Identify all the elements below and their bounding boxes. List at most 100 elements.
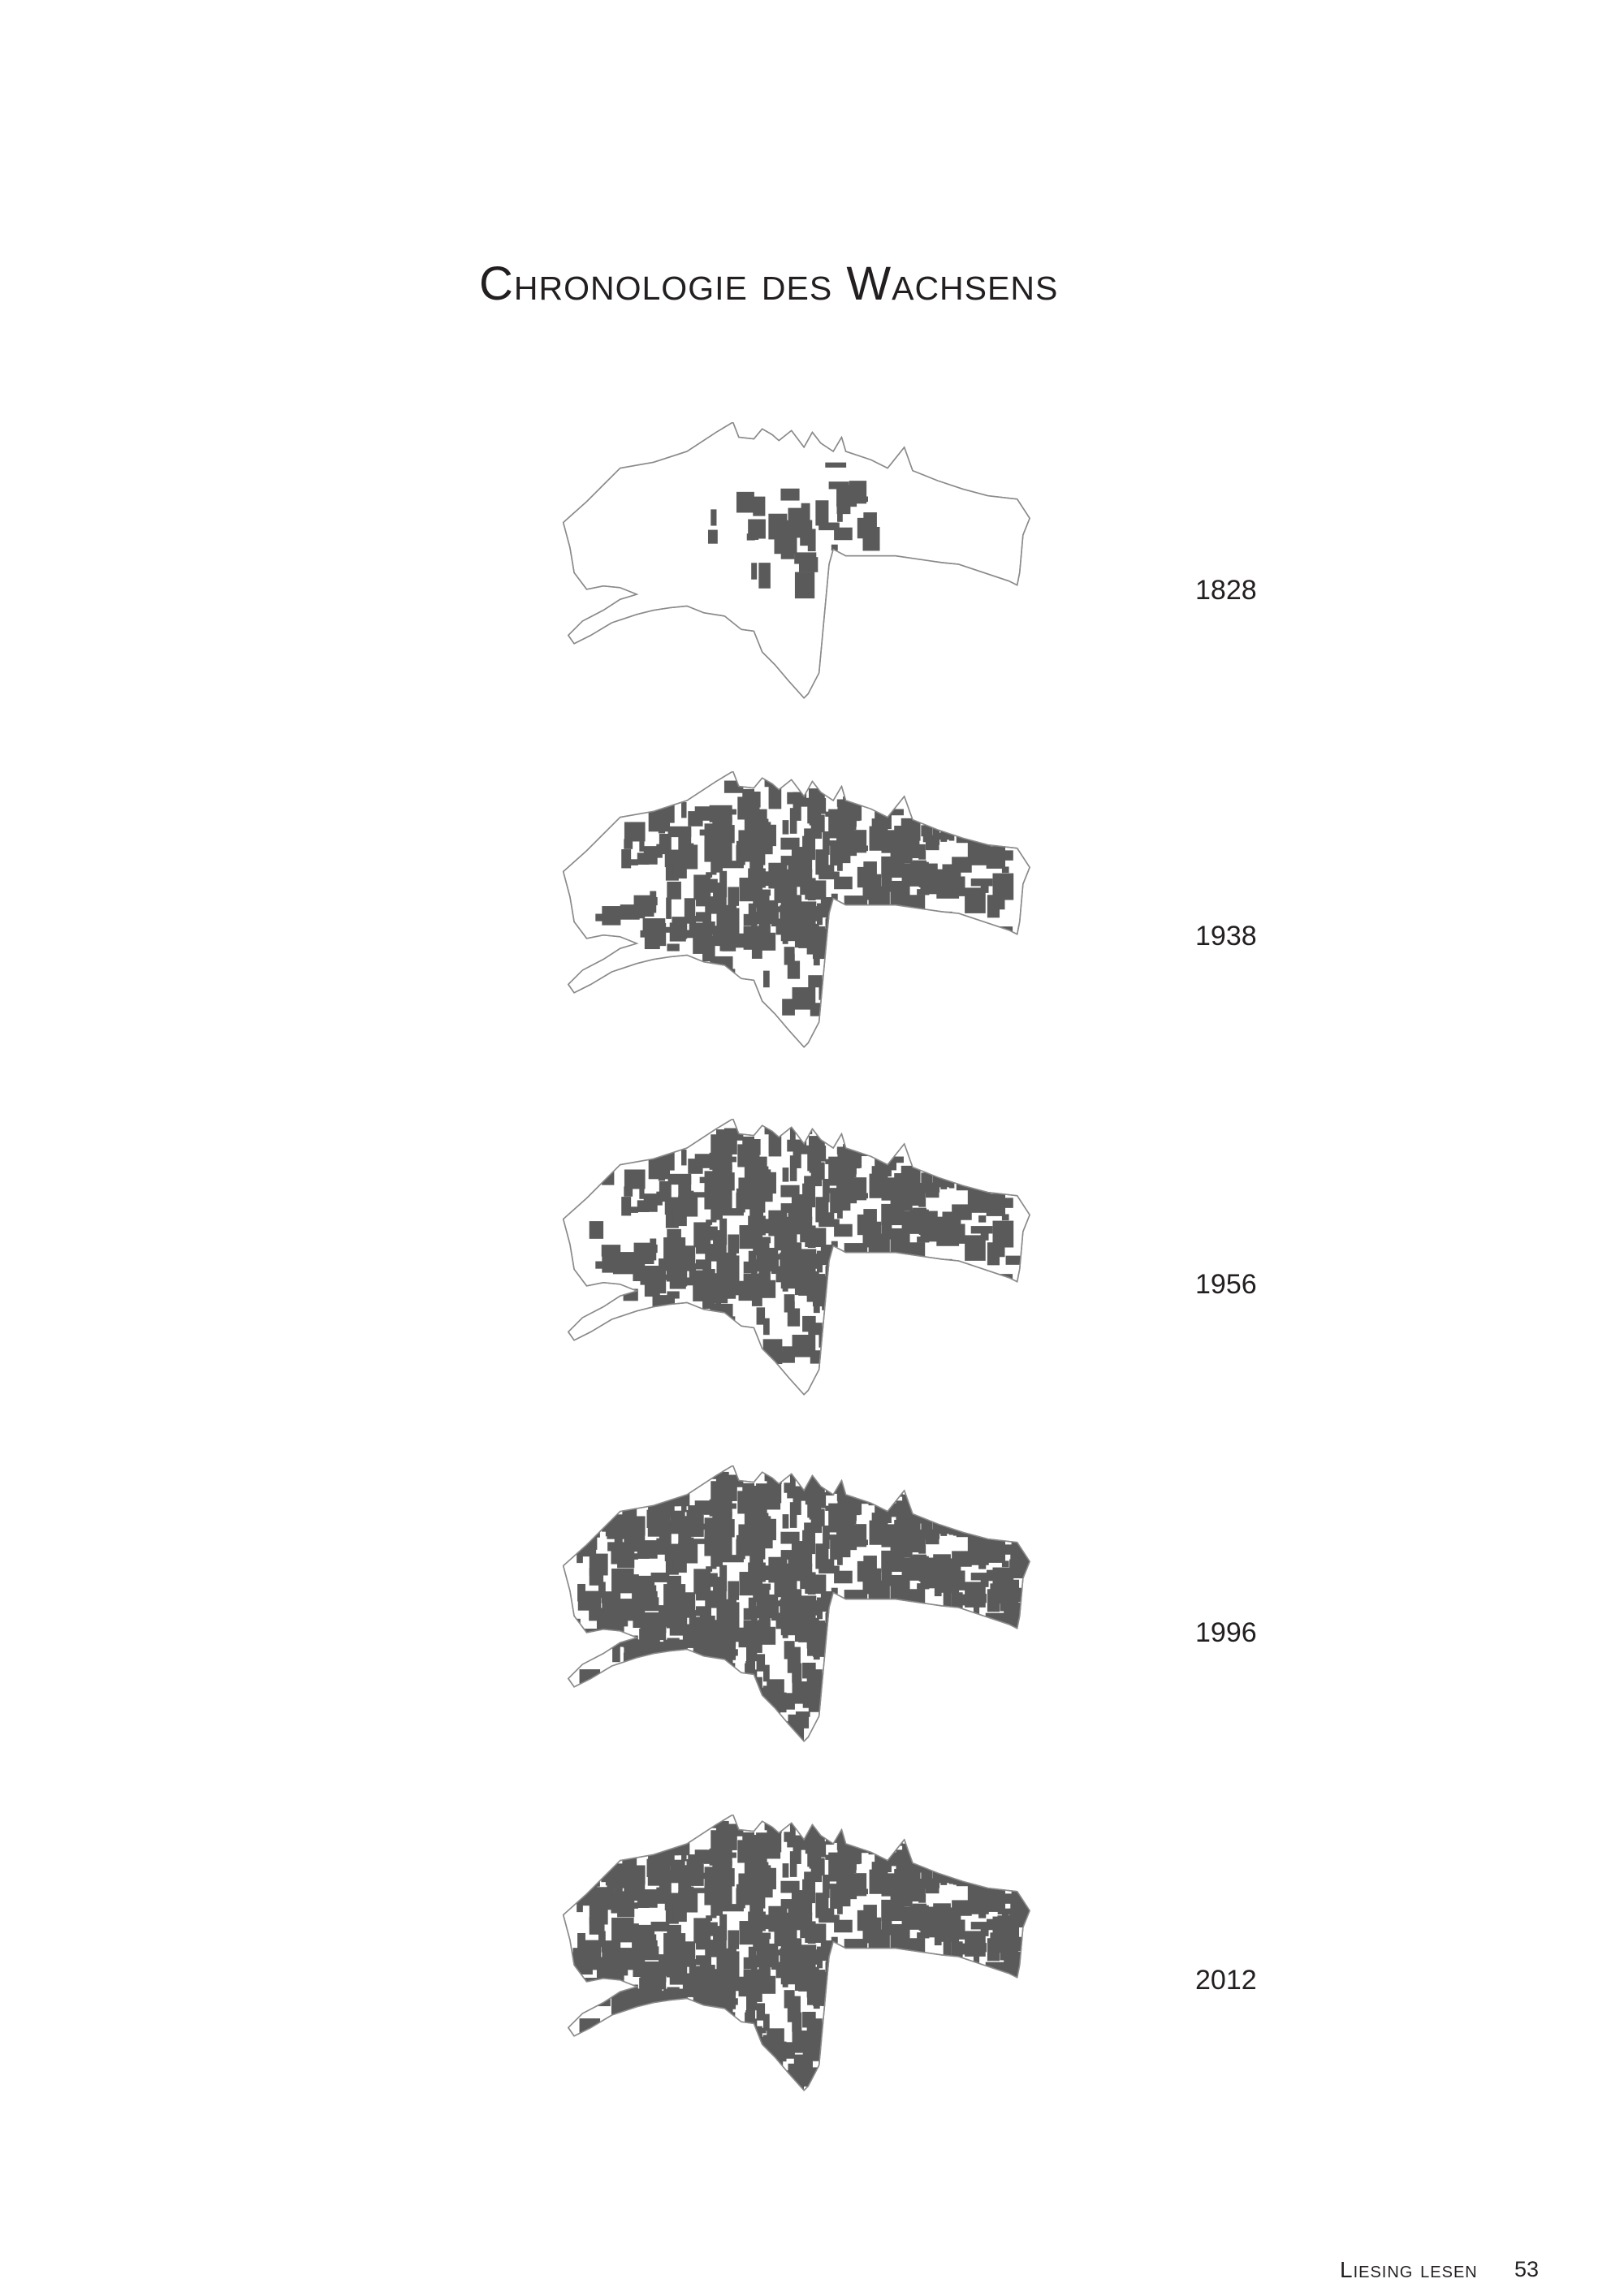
built-up-block xyxy=(754,1844,771,1857)
built-up-block xyxy=(914,1306,931,1327)
built-up-block xyxy=(722,1194,732,1209)
built-up-block xyxy=(917,889,930,896)
built-up-block xyxy=(974,1589,980,1595)
built-up-block xyxy=(887,2033,905,2041)
built-up-block xyxy=(802,2035,812,2057)
built-up-block xyxy=(617,1550,635,1569)
built-up-block xyxy=(917,1721,935,1735)
built-up-block xyxy=(830,1190,842,1214)
built-up-block xyxy=(711,1552,726,1560)
built-up-block xyxy=(828,1503,844,1530)
built-up-block xyxy=(924,1849,943,1870)
built-up-block xyxy=(709,1499,732,1517)
built-up-block xyxy=(686,1656,693,1665)
built-up-block xyxy=(683,1539,705,1544)
built-up-block xyxy=(965,1147,982,1173)
built-up-block xyxy=(640,1685,647,1694)
built-up-block xyxy=(823,1875,830,1898)
built-up-block xyxy=(849,1301,866,1323)
built-up-block xyxy=(597,1866,603,1873)
built-up-block xyxy=(914,2002,931,2023)
built-up-block xyxy=(864,1953,881,1978)
built-up-block xyxy=(815,1902,823,1914)
built-up-block xyxy=(596,1960,614,1984)
built-up-block xyxy=(570,1858,592,1872)
built-up-block xyxy=(914,959,931,980)
built-up-block xyxy=(721,1208,744,1216)
built-up-block xyxy=(719,1706,735,1718)
built-up-block xyxy=(865,2052,888,2075)
built-up-block xyxy=(632,1575,655,1601)
built-up-block xyxy=(958,1981,982,1996)
built-up-block xyxy=(685,2023,706,2034)
built-up-block xyxy=(701,1339,717,1353)
built-up-block xyxy=(866,1984,882,1991)
built-up-block xyxy=(978,1562,987,1569)
built-up-block xyxy=(865,1703,888,1726)
built-up-block xyxy=(851,2053,865,2064)
built-up-block xyxy=(849,954,866,975)
built-up-block xyxy=(695,2016,710,2044)
built-up-block xyxy=(827,1702,841,1713)
built-up-block xyxy=(576,1653,583,1663)
built-up-block xyxy=(788,1938,802,1953)
built-up-block xyxy=(948,1955,957,1978)
built-up-block xyxy=(825,462,847,468)
built-up-block xyxy=(871,1258,890,1274)
built-up-block xyxy=(881,1676,896,1692)
built-up-block xyxy=(817,865,835,872)
built-up-block xyxy=(893,1634,915,1644)
built-up-block xyxy=(862,1271,879,1297)
built-up-block xyxy=(615,2057,637,2084)
built-up-block xyxy=(871,978,893,989)
built-up-block xyxy=(817,1597,823,1620)
built-up-block xyxy=(904,1531,917,1550)
built-up-block xyxy=(580,1543,598,1549)
built-up-block xyxy=(573,1857,585,1871)
built-up-block xyxy=(858,1997,879,2009)
built-up-block xyxy=(1001,850,1013,861)
built-up-block xyxy=(994,1686,1017,1705)
built-up-block xyxy=(931,2078,952,2091)
district-map-1828 xyxy=(451,422,1149,706)
built-up-block xyxy=(859,1949,879,1957)
built-up-block xyxy=(780,488,800,501)
built-up-block xyxy=(781,1721,801,1741)
built-up-block xyxy=(707,529,718,544)
built-up-block xyxy=(837,1905,843,1914)
built-up-block xyxy=(1004,1854,1017,1866)
built-up-block xyxy=(709,805,732,822)
built-up-block xyxy=(780,1880,800,1893)
built-up-block xyxy=(1015,2056,1030,2076)
built-up-block xyxy=(846,1500,856,1521)
built-up-block xyxy=(940,1605,952,1627)
built-up-block xyxy=(592,1474,611,1498)
built-up-block xyxy=(667,943,680,952)
built-up-block xyxy=(931,2005,939,2011)
built-up-block xyxy=(1022,1867,1030,1878)
built-up-block xyxy=(857,1214,866,1236)
built-up-block xyxy=(1017,1975,1029,1992)
built-up-block xyxy=(937,1962,944,1973)
built-up-block xyxy=(1001,1198,1013,1208)
built-up-block xyxy=(830,1630,840,1646)
built-up-block xyxy=(947,1717,971,1739)
built-up-block xyxy=(611,1993,628,2015)
built-up-block xyxy=(674,1681,692,1706)
built-up-block xyxy=(716,1731,737,1741)
built-up-block xyxy=(782,999,795,1016)
built-up-block xyxy=(622,1849,637,1871)
built-up-block xyxy=(828,1852,844,1880)
built-up-block xyxy=(910,1685,919,1705)
built-up-block xyxy=(784,1266,790,1285)
built-up-block xyxy=(885,2013,909,2026)
built-up-block xyxy=(948,1308,963,1319)
built-up-block xyxy=(880,1606,898,1619)
built-up-block xyxy=(710,1471,729,1479)
built-up-block xyxy=(672,1264,688,1287)
built-up-block xyxy=(831,893,838,900)
built-up-block xyxy=(980,880,989,893)
built-up-block xyxy=(736,844,745,865)
built-up-block xyxy=(756,1247,779,1272)
built-up-block xyxy=(802,2011,816,2028)
